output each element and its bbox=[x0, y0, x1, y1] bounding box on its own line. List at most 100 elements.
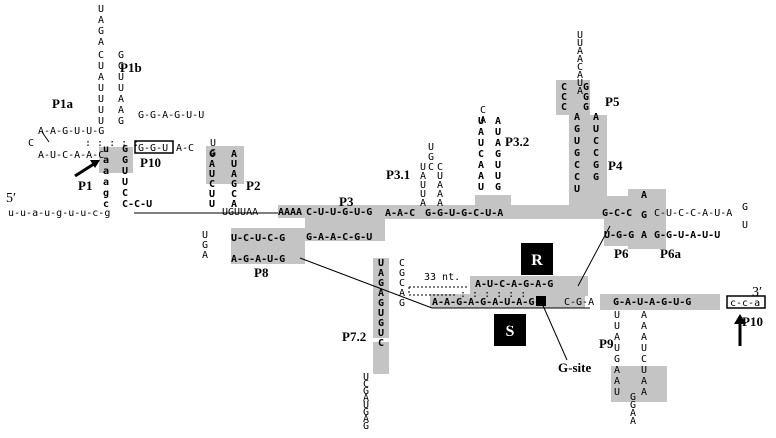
p1b-right-nt: U bbox=[118, 72, 124, 83]
p9-left-nt: A bbox=[614, 365, 620, 376]
p2-loop-nt: U bbox=[210, 138, 216, 149]
p3-2-right-nt: U bbox=[495, 171, 501, 182]
p1-left-nt: a bbox=[103, 155, 109, 166]
p4-left-nt: C bbox=[574, 172, 580, 183]
pairing-marks: : : : : : : : : : : : bbox=[85, 138, 526, 300]
p5-loop-nt: U bbox=[577, 78, 583, 89]
label-p6: P6 bbox=[614, 246, 629, 261]
p9-left-nt: G bbox=[614, 354, 620, 365]
p3-2-right-nt: U bbox=[495, 127, 501, 138]
p6-bulge-nt: A bbox=[641, 190, 647, 201]
p2-loop-nt: G bbox=[210, 148, 216, 159]
p1b-right-nt: A bbox=[118, 94, 124, 105]
label-p6a: P6a bbox=[660, 246, 681, 261]
p5-loop-nt: A bbox=[577, 46, 583, 57]
p5-loop-nt: A bbox=[577, 86, 583, 97]
p2-left-nt: U bbox=[209, 189, 215, 200]
p5-right-nt: G bbox=[583, 92, 589, 103]
p5-left-nt: C bbox=[561, 92, 567, 103]
p1-left-nt: a bbox=[103, 166, 109, 177]
p1b-loop-nt: A bbox=[98, 37, 104, 48]
p3-1-left-nt: U bbox=[420, 180, 426, 191]
p5-left-nt: C bbox=[561, 102, 567, 113]
p9-left-nt: A bbox=[614, 332, 620, 343]
p5-loop-nt: A bbox=[577, 70, 583, 81]
p9-left-nt: U bbox=[614, 387, 620, 398]
label-p3: P3 bbox=[339, 194, 354, 209]
p9-loop-nt: A bbox=[630, 408, 636, 419]
p3-1-loop-nt: G bbox=[428, 152, 434, 163]
p4-left-nt: G bbox=[574, 124, 580, 135]
p10-lower-box bbox=[726, 295, 766, 309]
p5-left-nt: C bbox=[561, 82, 567, 93]
p3-2-right-nt: G bbox=[495, 182, 501, 193]
p1b-right-nt: A bbox=[118, 105, 124, 116]
p7-2-left-nt: A bbox=[378, 288, 384, 299]
p8-bottom-strand: A-G-A-U-G bbox=[231, 254, 285, 265]
p1b-right-nt: G bbox=[118, 116, 124, 127]
p2-left-nt: A bbox=[209, 159, 215, 170]
p7-2-loop-nt: A bbox=[363, 393, 369, 404]
p8-top-strand: U-C-U-C-G bbox=[231, 233, 285, 244]
p8-loop-nt: G bbox=[202, 240, 208, 251]
p1b-loop-nt: A bbox=[98, 15, 104, 26]
p3-1-right-nt: A bbox=[437, 189, 443, 200]
p7-2-left-nt: C bbox=[378, 338, 384, 349]
p10-tail: A-C bbox=[176, 143, 194, 154]
p8-loop-nt: A bbox=[202, 250, 208, 261]
strand-mid: G-G-U-G-C-U-A bbox=[425, 208, 503, 219]
p4-left-nt: U bbox=[574, 136, 580, 147]
p9-right-nt: A bbox=[641, 387, 647, 398]
p7-2-loop-nt: G bbox=[363, 386, 369, 397]
p4-right-nt: G bbox=[593, 160, 599, 171]
p3-1-loop-nt: C bbox=[428, 162, 434, 173]
p2-right-nt: A bbox=[231, 169, 237, 180]
r-label: R bbox=[531, 252, 543, 269]
p2-right-nt: U bbox=[231, 159, 237, 170]
p1b-left-nt: C bbox=[98, 50, 104, 61]
p4-right-nt: C bbox=[593, 136, 599, 147]
p1b-loop-nt: U bbox=[98, 4, 104, 15]
p1-left-nt: c bbox=[103, 199, 109, 210]
p1-right-nt: G bbox=[122, 155, 128, 166]
thirty-three-nt-label: 33 nt. bbox=[424, 272, 460, 283]
p7-2-left-nt: U bbox=[378, 328, 384, 339]
sequence-columns: UAGACUAUUUUGGUUAAGuaaagcGGUUCC-C-UUGGAUC… bbox=[98, 4, 748, 432]
p7-2-left-nt: G bbox=[378, 318, 384, 329]
p3-1-left-nt: A bbox=[420, 198, 426, 209]
p3-1-left-nt: A bbox=[420, 171, 426, 182]
p3-2-left-nt: U bbox=[478, 116, 484, 127]
arrow-icon bbox=[74, 160, 100, 178]
label-p10-upper: P10 bbox=[140, 155, 161, 170]
p3-2-left-nt: A bbox=[478, 127, 484, 138]
p9-right-nt: U bbox=[641, 365, 647, 376]
p7-tail: C-G-A bbox=[564, 297, 594, 308]
p1b-right-nt: G bbox=[118, 61, 124, 72]
p3-2-right-nt: G bbox=[495, 149, 501, 160]
p7-2-right-nt: A bbox=[399, 288, 405, 299]
label-p10-lower: P10 bbox=[742, 314, 763, 329]
p3-2-left-nt: U bbox=[478, 182, 484, 193]
p7-2-loop-nt: G bbox=[363, 421, 369, 432]
p10-upper-seq: G-G-U bbox=[138, 143, 168, 154]
label-p9: P9 bbox=[599, 336, 614, 351]
p9-loop-nt: G bbox=[630, 392, 636, 403]
p7-2-left-nt: U bbox=[378, 258, 384, 269]
p4-right-nt: C bbox=[593, 148, 599, 159]
p7-2-loop-nt: U bbox=[363, 400, 369, 411]
p1a-cap: C bbox=[28, 138, 34, 149]
p8-loop-nt: U bbox=[202, 230, 208, 241]
p1b-left-nt: U bbox=[98, 61, 104, 72]
p7-2-left-nt: U bbox=[378, 308, 384, 319]
p7-2-right-nt: C bbox=[399, 258, 405, 269]
p3-2-left-nt: C bbox=[478, 149, 484, 160]
p3-1-right-nt: C bbox=[437, 162, 443, 173]
p5-loop-nt: U bbox=[577, 38, 583, 49]
p3-right-strand: G-A-A-C-G-U bbox=[306, 232, 372, 243]
aaaa-run: AAAA bbox=[278, 207, 302, 218]
p9-right-nt: A bbox=[641, 332, 647, 343]
p9-strand: G-A-U-A-G-U-G bbox=[613, 297, 691, 308]
p5-right-nt: G bbox=[583, 82, 589, 93]
g-site-marker bbox=[536, 296, 546, 306]
